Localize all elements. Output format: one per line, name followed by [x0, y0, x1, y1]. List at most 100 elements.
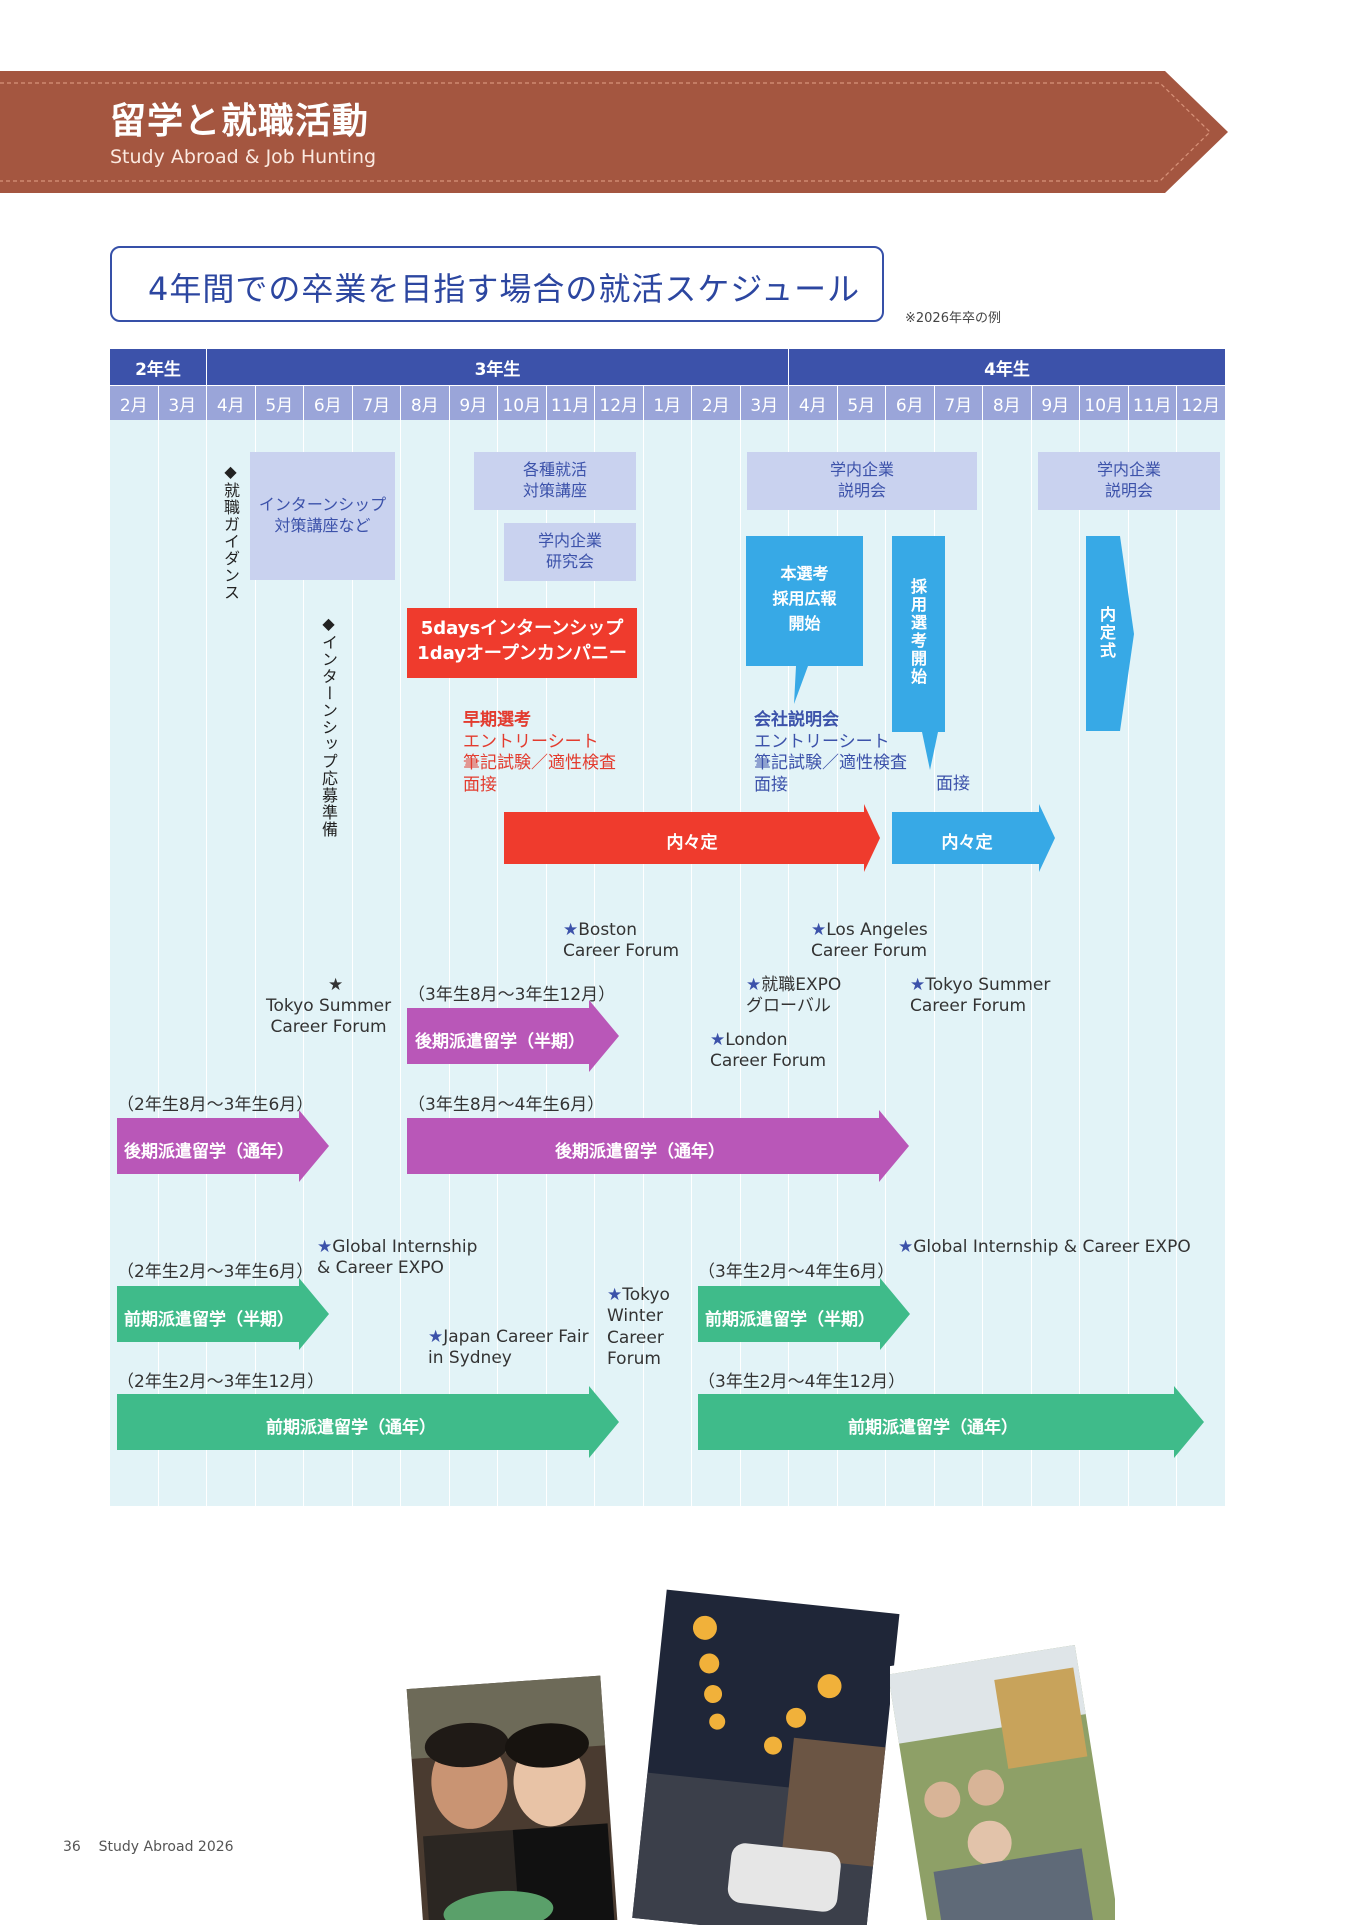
month-cell: 12月	[1177, 386, 1225, 420]
month-gridline	[642, 420, 644, 1506]
early-half-2-label: 前期派遣留学（半期）	[705, 1310, 875, 1330]
photo-group-outdoor	[890, 1640, 1115, 1920]
early-half-1-label: 前期派遣留学（半期）	[124, 1310, 294, 1330]
event-boston-label: Boston Career Forum	[563, 920, 680, 962]
pr-start-bubble	[746, 536, 863, 704]
month-gridline	[254, 420, 256, 1506]
event-la: ★Los Angeles Career Forum	[811, 920, 928, 963]
early-half-2-arrow	[698, 1278, 910, 1350]
late-year-1-period: （2年生8月〜3年生6月）	[117, 1095, 314, 1115]
page-footer: 36 Study Abroad 2026	[63, 1839, 234, 1855]
page-title: 留学と就職活動	[110, 101, 370, 142]
month-gridline	[351, 420, 353, 1506]
star-icon: ★	[811, 920, 827, 940]
company-info-box-2: 学内企業 説明会	[1038, 452, 1220, 510]
month-cell: 9月	[449, 386, 497, 420]
month-cell: 4月	[789, 386, 837, 420]
early-offer-label: 内々定	[666, 833, 718, 853]
star-icon: ★	[898, 1237, 914, 1257]
selection-start-bar	[892, 536, 945, 770]
early-year-1-label: 前期派遣留学（通年）	[266, 1418, 436, 1438]
month-gridline	[1127, 420, 1129, 1506]
month-cell: 11月	[546, 386, 594, 420]
star-icon: ★	[607, 1285, 623, 1305]
selection-start-label: 採用選考開始	[908, 578, 927, 686]
internship-apply-label: ◆インターンシップ応募準備	[319, 614, 338, 838]
event-tokyo-winter: ★Tokyo Winter Career Forum	[607, 1285, 670, 1370]
early-selection-title: 早期選考	[463, 710, 531, 730]
month-gridline	[1030, 420, 1032, 1506]
page-number: 36	[63, 1839, 81, 1855]
late-year-2-arrow	[407, 1110, 909, 1182]
event-la-label: Los Angeles Career Forum	[811, 920, 928, 962]
interview-label: 面接	[936, 774, 970, 794]
schedule-title-box	[110, 246, 884, 322]
seminars-box: 各種就活 対策講座	[474, 452, 636, 510]
event-global-internship-2: ★Global Internship & Career EXPO	[898, 1237, 1191, 1258]
early-year-2-label: 前期派遣留学（通年）	[848, 1418, 1018, 1438]
month-gridline	[448, 420, 450, 1506]
month-cell: 9月	[1031, 386, 1079, 420]
month-cell: 8月	[401, 386, 449, 420]
month-cell: 2月	[110, 386, 158, 420]
company-explanation-items: エントリーシート 筆記試験／適性検査 面接	[754, 732, 907, 795]
month-cell: 1月	[643, 386, 691, 420]
month-gridline	[691, 420, 692, 1506]
company-explanation-title: 会社説明会	[754, 710, 839, 730]
photo-students	[400, 1667, 625, 1920]
event-london-label: London Career Forum	[710, 1030, 827, 1072]
internship-program-label: 5daysインターンシップ 1dayオープンカンパニー	[417, 618, 627, 665]
event-tokyo-summer-2: ★Tokyo Summer Career Forum	[910, 975, 1050, 1018]
late-year-1-arrow	[117, 1110, 329, 1182]
star-icon: ★	[910, 975, 926, 995]
month-gridline	[497, 420, 498, 1506]
early-half-1-period: （2年生2月〜3年生6月）	[117, 1262, 314, 1282]
event-boston: ★Boston Career Forum	[563, 920, 679, 963]
month-gridline	[206, 420, 207, 1506]
regular-offer-arrow	[892, 804, 1055, 872]
star-icon: ★	[710, 1030, 726, 1050]
late-year-2-period: （3年生8月〜4年生6月）	[408, 1095, 605, 1115]
late-year-2-label: 後期派遣留学（通年）	[555, 1142, 725, 1162]
internship-program-box	[407, 608, 637, 678]
star-icon: ★	[746, 975, 762, 995]
month-gridline	[788, 420, 789, 1506]
month-gridline	[739, 420, 741, 1506]
page-subtitle: Study Abroad & Job Hunting	[110, 146, 377, 168]
month-cell: 10月	[1080, 386, 1128, 420]
month-cell: 3月	[158, 386, 206, 420]
company-research-box: 学内企業 研究会	[504, 523, 636, 581]
early-year-1-arrow	[117, 1386, 619, 1458]
schedule-title: 4年間での卒業を目指す場合の就活スケジュール	[148, 270, 861, 308]
example-note: ※2026年卒の例	[905, 311, 1001, 326]
month-gridline	[545, 420, 547, 1506]
grade-3: 3年生	[207, 349, 788, 385]
month-cell: 4月	[207, 386, 255, 420]
month-gridline	[1176, 420, 1177, 1506]
event-global-internship-1-label: Global Internship & Career EXPO	[317, 1237, 478, 1279]
event-global-internship-2-label: Global Internship & Career EXPO	[913, 1237, 1191, 1257]
regular-offer-label: 内々定	[941, 833, 993, 853]
month-cell: 11月	[1128, 386, 1176, 420]
month-gridline	[836, 420, 838, 1506]
star-icon: ★	[317, 1237, 333, 1257]
early-half-1-arrow	[117, 1278, 329, 1350]
month-cell: 5月	[255, 386, 303, 420]
star-icon: ★	[428, 1327, 444, 1347]
event-japan-sydney: ★Japan Career Fair in Sydney	[428, 1327, 589, 1370]
header-banner	[0, 71, 1228, 193]
internship-prep-box: インターンシップ 対策講座など	[250, 452, 395, 580]
early-offer-arrow	[504, 804, 880, 872]
month-cell: 10月	[498, 386, 546, 420]
grade-4: 4年生	[789, 349, 1225, 385]
month-cell: 8月	[983, 386, 1031, 420]
month-gridline	[157, 420, 159, 1506]
event-london: ★London Career Forum	[710, 1030, 826, 1073]
star-icon: ★	[563, 920, 579, 940]
event-japan-sydney-label: Japan Career Fair in Sydney	[428, 1327, 589, 1369]
early-year-2-arrow	[698, 1386, 1204, 1458]
month-cell: 5月	[837, 386, 885, 420]
late-half-label: 後期派遣留学（半期）	[415, 1032, 585, 1052]
month-gridline	[982, 420, 983, 1506]
month-gridline	[1079, 420, 1080, 1506]
